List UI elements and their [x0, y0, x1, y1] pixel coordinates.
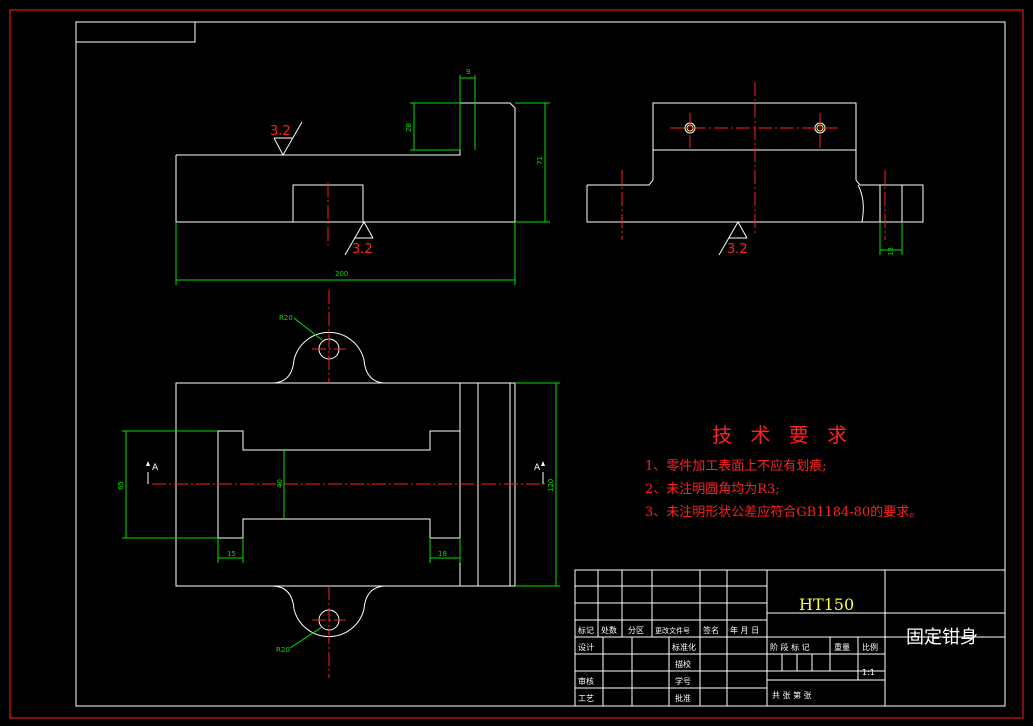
- label-student-id: 学号: [675, 676, 691, 686]
- label-zone: 分区: [628, 626, 644, 635]
- radius-bottom: R20: [276, 646, 290, 654]
- label-review: 审核: [578, 676, 594, 686]
- label-scale: 比例: [862, 642, 878, 652]
- label-process: 工艺: [578, 694, 594, 703]
- technical-requirements: 技 术 要 求 1、零件加工表面上不应有划痕; 2、未注明圆角均为R3; 3、未…: [645, 423, 922, 520]
- dim-lug-width: 9: [466, 68, 470, 76]
- dim-slot: 40: [276, 479, 284, 488]
- side-view-base: [586, 149, 924, 223]
- label-mark: 标记: [578, 625, 594, 635]
- dim-right-height: 120: [547, 479, 555, 492]
- label-weight: 重量: [834, 642, 850, 652]
- part-name: 固定钳身: [906, 627, 978, 648]
- label-approve: 批准: [675, 693, 691, 703]
- roughness-2: 3.2: [352, 242, 373, 257]
- tech-req-item-2: 2、未注明圆角均为R3;: [645, 482, 780, 497]
- scale-value: 1:1: [862, 668, 875, 677]
- top-ear: [271, 331, 387, 384]
- title-block: 标记 处数 分区 更改文件号 签名 年 月 日 设计 标准化 描校 审核 学号 …: [574, 569, 1006, 707]
- section-right: A: [534, 463, 541, 473]
- side-view: 13 3.2: [586, 82, 924, 257]
- label-standardization: 标准化: [672, 642, 696, 652]
- tech-req-title: 技 术 要 求: [712, 423, 853, 447]
- radius-top: R20: [279, 314, 293, 322]
- tech-req-item-1: 1、零件加工表面上不应有划痕;: [645, 458, 827, 474]
- label-change-doc: 更改文件号: [655, 626, 690, 635]
- roughness-symbol-2: [344, 220, 374, 256]
- label-signature: 签名: [703, 625, 719, 635]
- material: HT150: [799, 595, 854, 614]
- front-view: 200 71 28 9 3.2 3.2: [175, 68, 550, 285]
- dim-width: 200: [335, 270, 348, 278]
- dim-right-step: 18: [438, 550, 447, 558]
- roughness-1: 3.2: [270, 124, 291, 139]
- tech-req-item-3: 3、未注明形状公差应符合GB1184-80的要求。: [645, 504, 922, 520]
- front-view-outline: [175, 102, 516, 223]
- section-left: A: [152, 463, 159, 473]
- dim-lug-height: 28: [405, 123, 413, 132]
- plan-view: R20 R20 A A 65 40 120 15 18: [117, 290, 560, 678]
- inner-frame: [75, 21, 1006, 707]
- label-date: 年 月 日: [730, 625, 759, 635]
- dim-left-height: 65: [117, 481, 125, 490]
- label-check: 描校: [675, 659, 691, 669]
- label-sheets: 共 张 第 张: [772, 690, 812, 700]
- outer-frame: [9, 9, 1024, 719]
- roughness-symbol-3: [718, 220, 748, 256]
- label-design: 设计: [578, 642, 594, 652]
- dim-left-step: 15: [227, 550, 236, 558]
- drawing-number-box: [75, 21, 196, 43]
- dim-height: 71: [536, 156, 544, 165]
- label-stage-mark: 阶 段 标 记: [770, 642, 810, 652]
- roughness-3: 3.2: [727, 242, 748, 257]
- dim-step: 13: [887, 247, 895, 256]
- label-count: 处数: [601, 625, 617, 635]
- title-block-frame: [574, 569, 1006, 707]
- roughness-symbol-1: [273, 121, 303, 157]
